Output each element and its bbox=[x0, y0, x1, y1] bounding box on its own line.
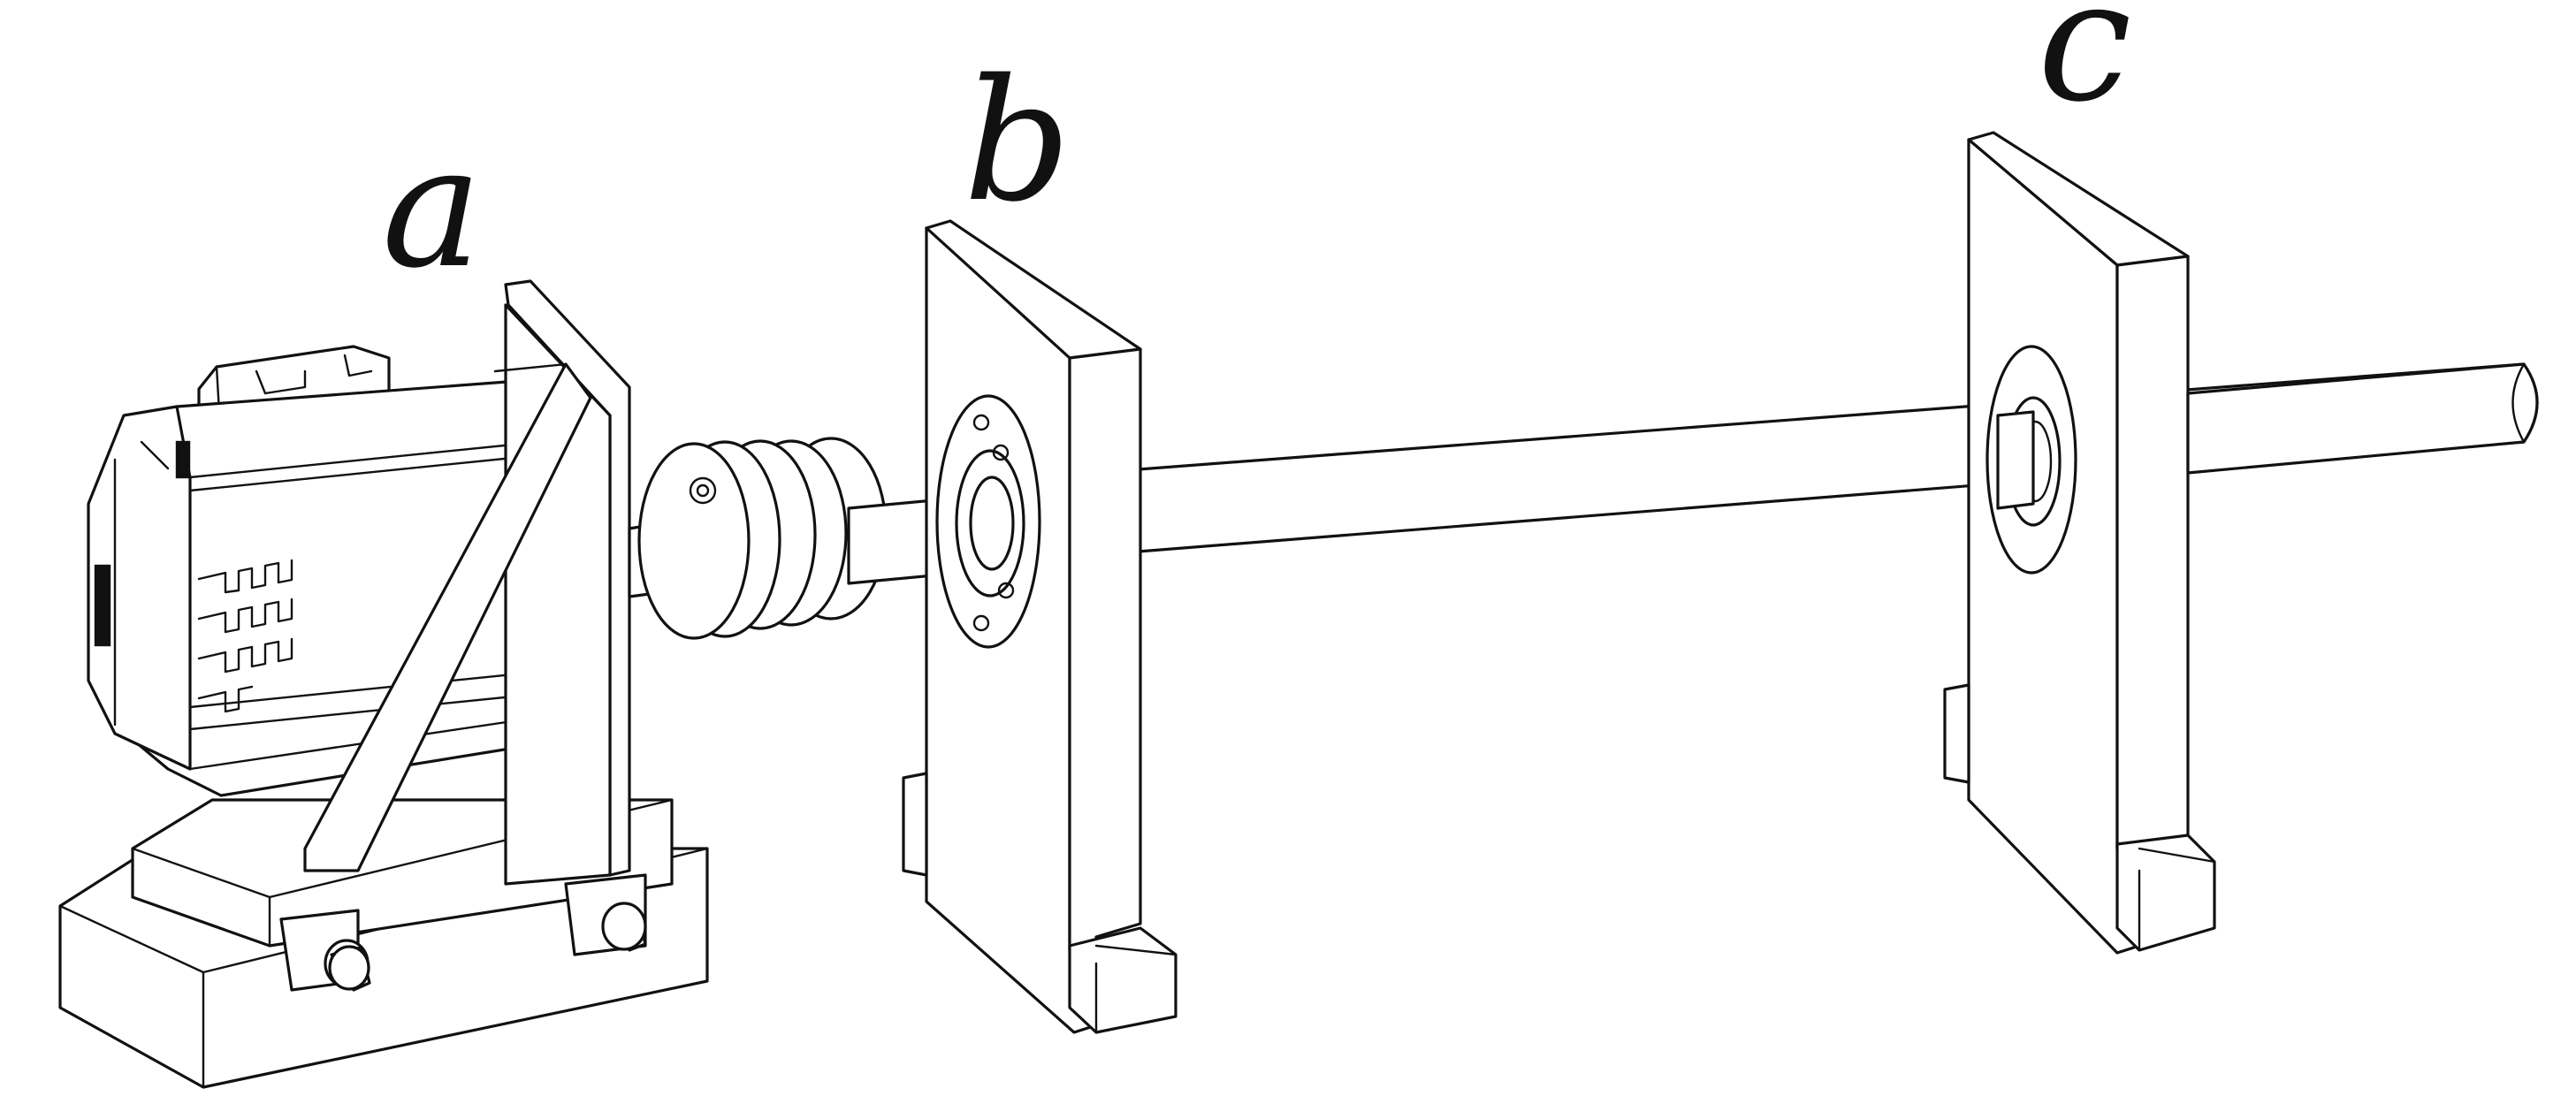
label-a: a bbox=[382, 110, 482, 305]
label-c: c bbox=[2038, 0, 2131, 139]
motor-bracket bbox=[303, 279, 631, 886]
adjustment-knob-right bbox=[564, 873, 647, 956]
label-b: b bbox=[964, 43, 1071, 239]
shaft-at-c bbox=[1996, 410, 2035, 510]
adjustment-knob-left bbox=[279, 909, 371, 992]
bearing-support-c bbox=[1943, 131, 2216, 955]
bearing-support-b bbox=[902, 219, 1177, 1034]
shaft-end bbox=[2186, 362, 2539, 475]
flexible-coupling bbox=[637, 437, 888, 640]
motor-assembly bbox=[58, 279, 709, 1089]
